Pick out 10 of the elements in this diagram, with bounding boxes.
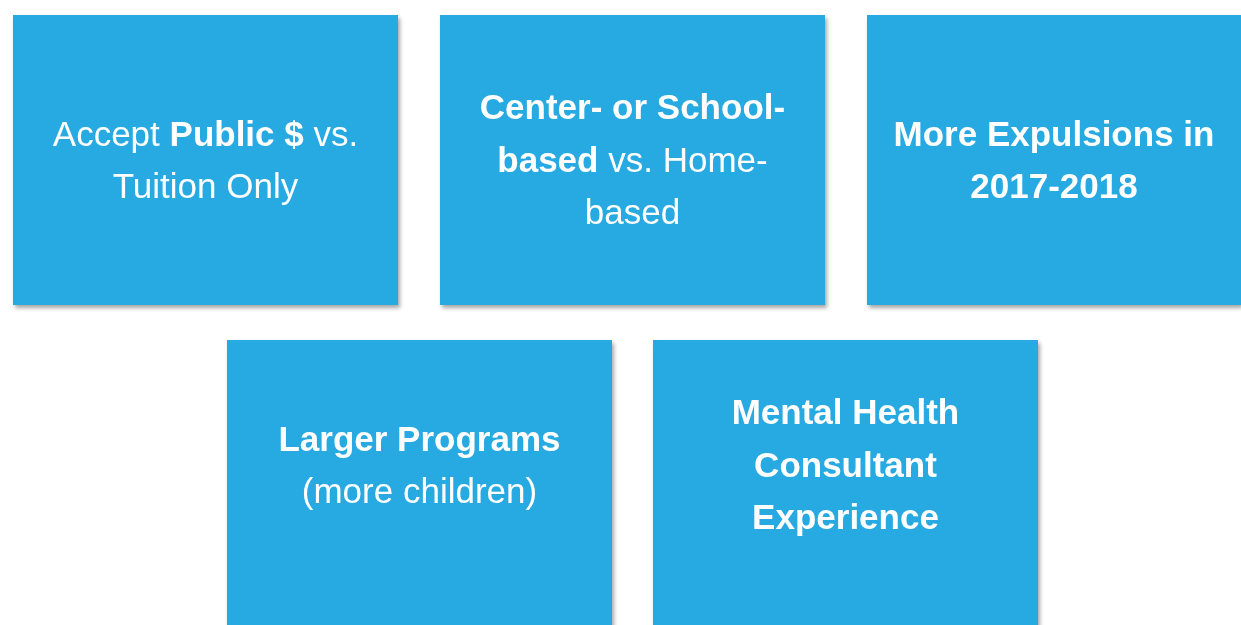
box-text: More Expulsions in 2017-2018 [892,112,1216,207]
topic-box [13,15,398,305]
box-text: Mental Health Consultant Experience [730,391,961,539]
topic-box [227,340,612,625]
box-text: Center- or School-based vs. Home-based [478,86,787,234]
topic-box [867,15,1241,305]
box-text: Larger Programs (more children) [277,417,562,512]
box-text: Accept Public $ vs. Tuition Only [51,112,360,207]
topic-box [440,15,825,305]
topic-box [653,340,1038,625]
